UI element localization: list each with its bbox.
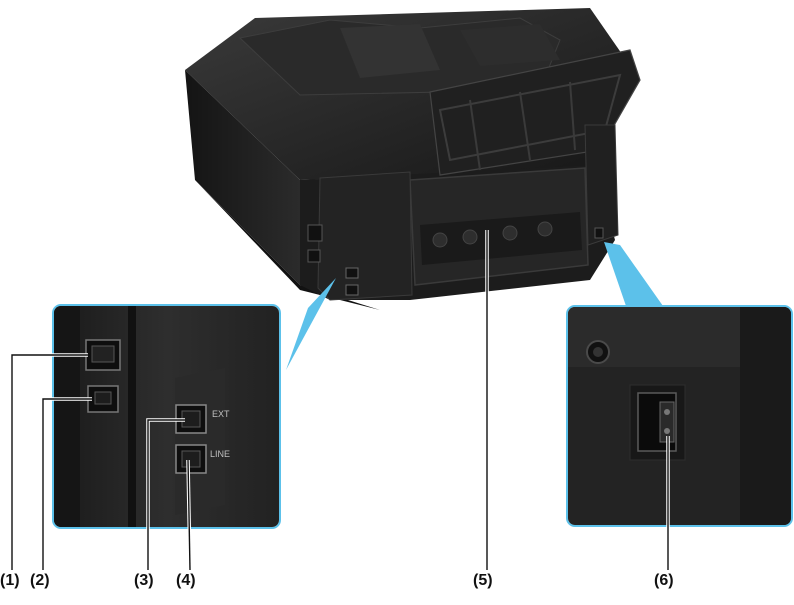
callout-label-3: (3) — [134, 572, 154, 589]
ext-port-text: EXT — [212, 409, 230, 419]
line-port-text: LINE — [210, 449, 231, 459]
right-inset-power — [566, 305, 793, 527]
leader-lines — [11, 230, 669, 571]
printer-body — [185, 8, 641, 310]
right-zoom-connector — [604, 242, 663, 306]
callout-label-2: (2) — [30, 572, 50, 589]
callout-label-1: (1) — [0, 572, 20, 589]
callout-label-6: (6) — [654, 572, 674, 589]
callout-label-4: (4) — [176, 572, 196, 589]
callout-label-5: (5) — [473, 572, 493, 589]
left-zoom-connector — [286, 278, 336, 370]
left-inset-ports — [52, 304, 281, 529]
